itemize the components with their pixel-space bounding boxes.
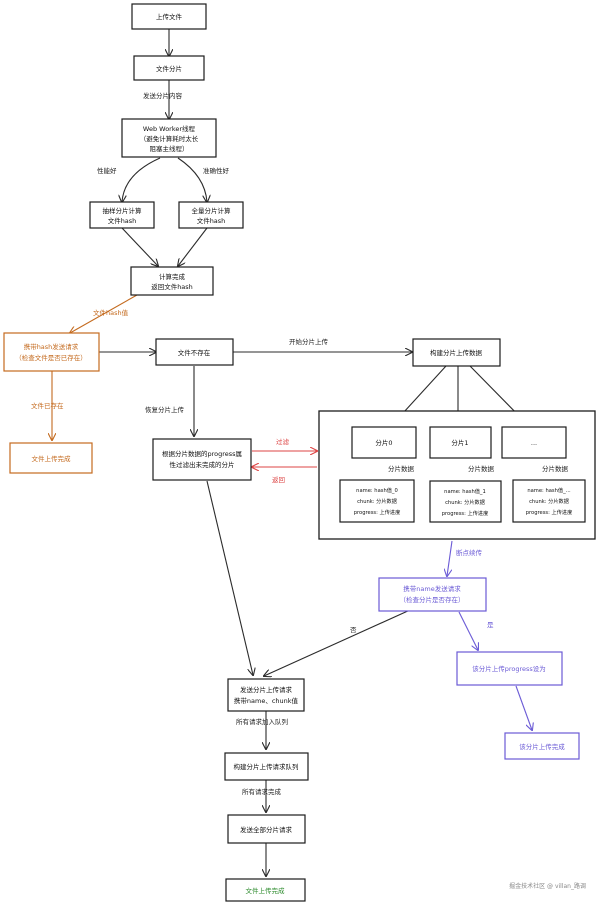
node-upload-file: 上传文件 [131, 3, 207, 30]
watermark: 掘金技术社区 @ villan_路调 [509, 883, 586, 890]
node-slice0-data-line3: progress: 上传进度 [354, 508, 401, 516]
node-upload-done-orange: 文件上传完成 [9, 442, 93, 474]
edge-namereq-to-progress [458, 611, 478, 650]
edge-full-to-calc [178, 227, 208, 266]
node-slice1: 分片1 [429, 426, 492, 459]
label-no: 否 [350, 626, 357, 634]
label-start-upload: 开始分片上传 [289, 337, 329, 346]
node-slice0-text: 分片0 [375, 438, 392, 447]
node-filter-progress-line1: 根据分片数据的progress属 [162, 449, 242, 458]
node-build-slice-data-text: 构建分片上传数据 [430, 348, 483, 357]
node-slice0-data-line2: chunk: 分片数据 [357, 497, 397, 505]
node-hash-request-line1: 携带hash发送请求 [24, 342, 79, 351]
node-calc-done-line2: 返回文件hash [151, 282, 193, 291]
node-build-queue: 构建分片上传请求队列 [224, 752, 309, 781]
node-slice1-data-line2: chunk: 分片数据 [445, 498, 485, 506]
label-return: 返回 [272, 476, 285, 484]
node-file-upload-done-text: 文件上传完成 [246, 886, 286, 895]
edge-container-to-namereq [447, 540, 453, 576]
node-file-upload-done: 文件上传完成 [225, 878, 306, 902]
node-filter-progress: 根据分片数据的progress属 性过滤出未完成的分片 [152, 438, 252, 481]
node-slice-upload-done: 该分片上传完成 [504, 732, 580, 760]
node-slicen-data-line3: progress: 上传进度 [526, 508, 573, 516]
node-name-request: 携带name发送请求 （检查分片是否存在） [378, 577, 487, 612]
label-yes: 是 [487, 621, 494, 629]
node-sample-hash: 抽样分片计算 文件hash [89, 201, 155, 229]
node-slice-more-text: ... [531, 439, 537, 447]
node-sample-hash-line1: 抽样分片计算 [103, 206, 143, 215]
node-upload-file-text: 上传文件 [156, 12, 183, 21]
node-full-hash: 全量分片计算 文件hash [178, 201, 244, 229]
node-web-worker-line2: （避免计算耗时太长 [140, 134, 199, 143]
node-hash-request-line2: （检查文件是否已存在） [15, 353, 87, 362]
node-sample-hash-line2: 文件hash [108, 216, 137, 225]
node-slice0-data: name: hash值_0 chunk: 分片数据 progress: 上传进度 [339, 479, 415, 523]
node-slicen-data-line2: chunk: 分片数据 [529, 497, 569, 505]
edge-filter-to-send [206, 480, 253, 675]
label-slice-data-1: 分片数据 [468, 464, 495, 473]
node-slice1-data-line3: progress: 上传进度 [442, 509, 489, 517]
node-calc-done-line1: 计算完成 [159, 272, 186, 281]
node-name-request-line2: （检查分片是否存在） [400, 595, 465, 604]
node-file-not-exist: 文件不存在 [155, 338, 234, 366]
label-slice-data-0: 分片数据 [388, 464, 415, 473]
label-send-slice-content: 发送分片内容 [143, 91, 183, 100]
label-all-done: 所有请求完成 [242, 787, 282, 796]
node-file-not-exist-text: 文件不存在 [178, 348, 211, 357]
node-slice0: 分片0 [351, 426, 417, 459]
edge-worker-to-sample [122, 157, 161, 202]
label-filter: 过滤 [276, 437, 290, 446]
edge-calc-to-hashreq [70, 294, 138, 333]
node-send-all-requests: 发送全部分片请求 [227, 814, 306, 844]
label-resume-purple: 断点续传 [456, 548, 483, 557]
node-slicen-data-line1: name: hash值_... [527, 486, 571, 494]
node-slice-more: ... [501, 426, 567, 459]
node-build-queue-text: 构建分片上传请求队列 [234, 762, 299, 771]
node-slice1-text: 分片1 [451, 438, 468, 447]
edge-worker-to-full [177, 157, 207, 202]
node-build-slice-data: 构建分片上传数据 [412, 338, 501, 367]
label-file-hash: 文件hash值 [93, 308, 129, 317]
node-slice-progress-done: 该分片上传progress设为 [456, 651, 563, 686]
label-file-exists: 文件已存在 [31, 401, 64, 410]
node-slice1-data-line1: name: hash值_1 [444, 487, 486, 495]
node-web-worker: Web Worker线程 （避免计算耗时太长 阻塞主线程） [121, 118, 217, 158]
node-slice1-data: name: hash值_1 chunk: 分片数据 progress: 上传进度 [429, 480, 502, 523]
node-full-hash-line2: 文件hash [197, 216, 226, 225]
edge-sample-to-calc [121, 227, 158, 266]
label-accuracy: 准确性好 [203, 166, 230, 175]
node-send-slice-request: 发送分片上传请求 携带name、chunk值 [227, 678, 305, 712]
node-hash-request: 携带hash发送请求 （检查文件是否已存在） [3, 332, 100, 372]
label-slice-data-n: 分片数据 [542, 464, 569, 473]
node-send-slice-request-line1: 发送分片上传请求 [240, 685, 293, 694]
node-web-worker-line1: Web Worker线程 [143, 124, 196, 133]
label-all-queued: 所有请求加入队列 [236, 717, 288, 726]
node-calc-done: 计算完成 返回文件hash [130, 266, 214, 296]
node-full-hash-line1: 全量分片计算 [192, 206, 232, 215]
node-filter-progress-line2: 性过滤出未完成的分片 [170, 460, 235, 469]
node-web-worker-line3: 阻塞主线程） [150, 144, 189, 153]
edge-namereq-to-send [264, 609, 411, 676]
node-upload-done-orange-text: 文件上传完成 [32, 454, 72, 463]
node-slice0-data-line1: name: hash值_0 [356, 486, 398, 494]
node-send-all-requests-text: 发送全部分片请求 [240, 825, 293, 834]
label-performance: 性能好 [97, 166, 117, 175]
node-slice-upload-done-text: 该分片上传完成 [519, 742, 565, 751]
edge-labels: 发送分片内容 性能好 准确性好 文件hash值 文件已存在 开始分片上传 恢复分… [31, 91, 569, 796]
node-slice-progress-done-text: 该分片上传progress设为 [472, 664, 546, 673]
node-file-slice-text: 文件分片 [156, 64, 182, 73]
node-send-slice-request-line2: 携带name、chunk值 [234, 696, 299, 705]
node-name-request-line1: 携带name发送请求 [403, 584, 461, 593]
edge-progress-to-done [515, 685, 532, 730]
label-resume-upload: 恢复分片上传 [145, 405, 185, 414]
node-file-slice: 文件分片 [133, 55, 205, 81]
node-slicen-data: name: hash值_... chunk: 分片数据 progress: 上传… [512, 479, 586, 523]
